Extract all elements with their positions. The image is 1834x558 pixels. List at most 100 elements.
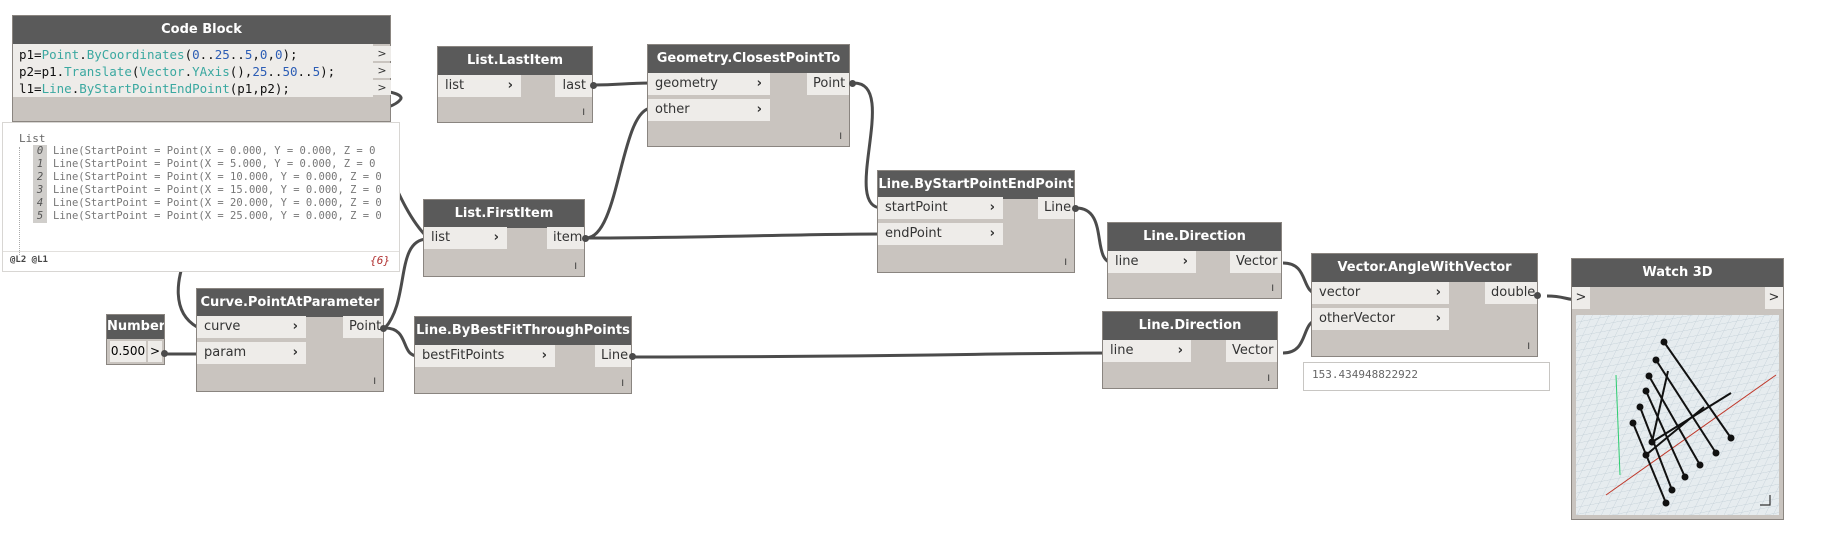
input-port-othervector[interactable]: otherVector› bbox=[1312, 308, 1449, 330]
list-first-item-node[interactable]: List.FirstItem list› item I bbox=[423, 199, 585, 277]
preview-divider bbox=[3, 251, 399, 252]
lacing-indicator[interactable]: I bbox=[1527, 342, 1530, 352]
code-line: p2=p1.Translate(Vector.YAxis(),25..50..5… bbox=[19, 64, 336, 79]
input-port-list[interactable]: list› bbox=[438, 75, 521, 97]
chevron-right-icon: › bbox=[989, 200, 995, 215]
output-port[interactable]: > bbox=[1765, 287, 1783, 309]
input-port-list[interactable]: list› bbox=[424, 227, 507, 249]
output-port[interactable]: > bbox=[373, 63, 391, 78]
chevron-right-icon: › bbox=[541, 348, 547, 363]
line-direction-node-2[interactable]: Line.Direction line› Vector I bbox=[1102, 311, 1278, 389]
list-item-text: Line(StartPoint = Point(X = 5.000, Y = 0… bbox=[53, 158, 376, 170]
list-index: 3 bbox=[33, 184, 47, 197]
lacing-indicator[interactable]: I bbox=[621, 379, 624, 389]
input-port-param[interactable]: param› bbox=[197, 342, 306, 364]
code-block-node[interactable]: Code Block p1=Point.ByCoordinates(0..25.… bbox=[12, 15, 391, 122]
input-port-vector[interactable]: vector› bbox=[1312, 282, 1449, 304]
lacing-indicator[interactable]: I bbox=[574, 262, 577, 272]
preview-tree-line bbox=[19, 147, 21, 255]
output-port-line[interactable]: Line bbox=[595, 345, 631, 367]
line-direction-node-1[interactable]: Line.Direction line› Vector I bbox=[1107, 222, 1282, 299]
output-port-double[interactable]: double bbox=[1485, 282, 1537, 304]
list-item-text: Line(StartPoint = Point(X = 20.000, Y = … bbox=[53, 197, 382, 209]
preview-list-item: 2 Line(StartPoint = Point(X = 10.000, Y =… bbox=[33, 171, 382, 184]
3d-preview-canvas bbox=[1576, 315, 1779, 515]
list-levels: @L2 @L1 bbox=[10, 255, 48, 265]
node-title: Geometry.ClosestPointTo bbox=[648, 45, 849, 73]
line-best-fit-node[interactable]: Line.ByBestFitThroughPoints bestFitPoint… bbox=[414, 316, 632, 394]
list-item-text: Line(StartPoint = Point(X = 10.000, Y = … bbox=[53, 171, 382, 183]
geometry-closest-point-node[interactable]: Geometry.ClosestPointTo geometry› other›… bbox=[647, 44, 850, 147]
code-lines: p1=Point.ByCoordinates(0..25..5,0,0); p2=… bbox=[19, 46, 373, 97]
input-port-startpoint[interactable]: startPoint› bbox=[878, 197, 1003, 219]
lacing-indicator[interactable]: I bbox=[839, 132, 842, 142]
code-line: p1=Point.ByCoordinates(0..25..5,0,0); bbox=[19, 47, 298, 62]
curve-point-at-parameter-node[interactable]: Curve.PointAtParameter curve› param› Poi… bbox=[196, 288, 384, 392]
code-editor[interactable]: p1=Point.ByCoordinates(0..25..5,0,0); p2=… bbox=[13, 44, 373, 97]
output-port[interactable]: > bbox=[148, 341, 162, 362]
wire-curvepoint-to-firstitem bbox=[383, 237, 428, 329]
wire-closest-to-startpoint bbox=[853, 81, 883, 210]
port-dot bbox=[1072, 205, 1079, 212]
port-dot bbox=[582, 235, 589, 242]
node-title: Curve.PointAtParameter bbox=[197, 289, 383, 317]
chevron-right-icon: › bbox=[292, 345, 298, 360]
output-port-vector[interactable]: Vector bbox=[1230, 251, 1281, 273]
output-port[interactable]: > bbox=[373, 80, 391, 95]
input-port-endpoint[interactable]: endPoint› bbox=[878, 223, 1003, 245]
chevron-right-icon: › bbox=[507, 78, 513, 93]
lacing-indicator[interactable]: I bbox=[582, 108, 585, 118]
input-port-curve[interactable]: curve› bbox=[197, 316, 306, 338]
output-port[interactable]: > bbox=[373, 46, 391, 61]
node-title: List.FirstItem bbox=[424, 200, 584, 228]
number-node[interactable]: Number 0.500 > bbox=[106, 314, 165, 365]
node-title: Line.ByBestFitThroughPoints bbox=[415, 317, 631, 345]
lacing-indicator[interactable]: I bbox=[373, 377, 376, 387]
3d-viewport[interactable] bbox=[1576, 315, 1779, 515]
preview-list-item: 4 Line(StartPoint = Point(X = 20.000, Y =… bbox=[33, 197, 382, 210]
line-by-start-end-node[interactable]: Line.ByStartPointEndPoint startPoint› en… bbox=[877, 170, 1075, 273]
input-port-line[interactable]: line› bbox=[1108, 251, 1196, 273]
output-port-point[interactable]: Point bbox=[807, 73, 849, 95]
port-dot bbox=[161, 350, 168, 357]
chevron-right-icon: › bbox=[1177, 343, 1183, 358]
chevron-right-icon: › bbox=[292, 319, 298, 334]
output-port-line[interactable]: Line bbox=[1038, 197, 1074, 219]
wire-lastitem-to-geometry bbox=[593, 81, 653, 87]
input-port-bestfitpoints[interactable]: bestFitPoints› bbox=[415, 345, 555, 367]
node-title: Line.ByStartPointEndPoint bbox=[878, 171, 1074, 199]
input-port[interactable]: > bbox=[1572, 287, 1590, 309]
output-port-item[interactable]: item bbox=[547, 227, 584, 249]
port-dot bbox=[380, 325, 387, 332]
output-port-point[interactable]: Point bbox=[343, 316, 383, 338]
preview-header: List bbox=[19, 132, 46, 145]
watch-3d-node[interactable]: Watch 3D > > bbox=[1571, 258, 1784, 520]
output-port-vector[interactable]: Vector bbox=[1226, 340, 1277, 362]
list-index: 4 bbox=[33, 197, 47, 210]
lacing-indicator[interactable]: I bbox=[1064, 258, 1067, 268]
list-index: 1 bbox=[33, 158, 47, 171]
input-port-other[interactable]: other› bbox=[648, 99, 770, 121]
number-value-input[interactable]: 0.500 bbox=[110, 341, 146, 362]
input-port-line[interactable]: line› bbox=[1103, 340, 1191, 362]
list-index: 2 bbox=[33, 171, 47, 184]
lacing-indicator[interactable]: I bbox=[1271, 284, 1274, 294]
port-dot bbox=[590, 82, 597, 89]
node-title: List.LastItem bbox=[438, 47, 592, 75]
port-dot bbox=[1534, 292, 1541, 299]
node-title: Line.Direction bbox=[1103, 312, 1277, 340]
wire-firstitem-to-other bbox=[585, 106, 653, 240]
vector-angle-node[interactable]: Vector.AngleWithVector vector› otherVect… bbox=[1311, 253, 1538, 357]
output-port-last[interactable]: last bbox=[555, 75, 592, 97]
code-line: l1=Line.ByStartPointEndPoint(p1,p2); bbox=[19, 81, 290, 96]
wire-curvepoint-to-bestfit bbox=[384, 326, 419, 358]
lacing-indicator[interactable]: I bbox=[1267, 374, 1270, 384]
list-last-item-node[interactable]: List.LastItem list› last I bbox=[437, 46, 593, 123]
chevron-right-icon: › bbox=[1435, 311, 1441, 326]
node-title: Line.Direction bbox=[1108, 223, 1281, 251]
input-port-geometry[interactable]: geometry› bbox=[648, 73, 770, 95]
